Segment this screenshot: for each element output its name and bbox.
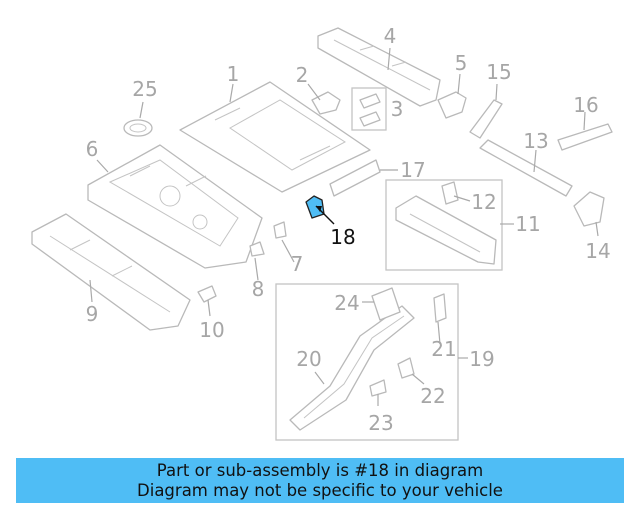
callout-7: 7 (291, 252, 304, 276)
caption-line-2: Diagram may not be specific to your vehi… (137, 481, 503, 500)
leader-lines (89, 47, 599, 406)
part-15-brace (469, 99, 503, 139)
part-5-bracket (437, 91, 467, 119)
part-17-rail (329, 159, 381, 197)
callout-23: 23 (368, 411, 393, 435)
part-25-plug (123, 119, 153, 137)
leader-18-arrowhead (316, 206, 322, 212)
part-1-floor-pan (179, 81, 371, 193)
callout-18-highlighted: 18 (330, 225, 355, 249)
part-9-rear-member (31, 213, 191, 331)
callout-13: 13 (523, 129, 548, 153)
part-3-bracket-pair (351, 87, 387, 131)
callout-12: 12 (471, 190, 496, 214)
part-8-clip (249, 241, 265, 257)
caption-banner: Part or sub-assembly is #18 in diagram D… (16, 458, 624, 503)
callout-11: 11 (515, 212, 540, 236)
callout-24: 24 (334, 291, 359, 315)
part-10-bracket (197, 285, 217, 303)
callout-17: 17 (400, 158, 425, 182)
callout-10: 10 (199, 318, 224, 342)
callout-2: 2 (296, 63, 309, 87)
callout-22: 22 (420, 384, 445, 408)
part-19-assembly (275, 283, 459, 441)
part-14-bracket (573, 191, 605, 227)
callout-25: 25 (132, 77, 157, 101)
callout-9: 9 (86, 302, 99, 326)
part-4-cross-member (317, 27, 441, 107)
callout-6: 6 (86, 137, 99, 161)
callout-20: 20 (296, 347, 321, 371)
part-6-rear-floor (87, 144, 263, 269)
callout-5: 5 (455, 51, 468, 75)
callout-15: 15 (486, 60, 511, 84)
part-18-highlighted (305, 195, 325, 219)
part-13-rail (479, 139, 573, 197)
callout-21: 21 (431, 337, 456, 361)
callout-16: 16 (573, 93, 598, 117)
callout-3: 3 (391, 97, 404, 121)
caption-line-1: Part or sub-assembly is #18 in diagram (156, 461, 484, 480)
callout-14: 14 (585, 239, 610, 263)
parts-diagram: 1 2 3 4 5 6 7 8 9 10 11 12 13 14 15 16 1… (31, 24, 613, 441)
part-2-bracket (311, 91, 341, 115)
part-16-bar (557, 123, 613, 151)
callout-19: 19 (469, 347, 494, 371)
callout-numbers: 1 2 3 4 5 6 7 8 9 10 11 12 13 14 15 16 1… (86, 24, 611, 435)
callout-4: 4 (384, 24, 397, 48)
part-11-assembly (385, 179, 503, 271)
part-7-clip (273, 221, 287, 239)
callout-1: 1 (227, 62, 240, 86)
callout-8: 8 (252, 277, 265, 301)
